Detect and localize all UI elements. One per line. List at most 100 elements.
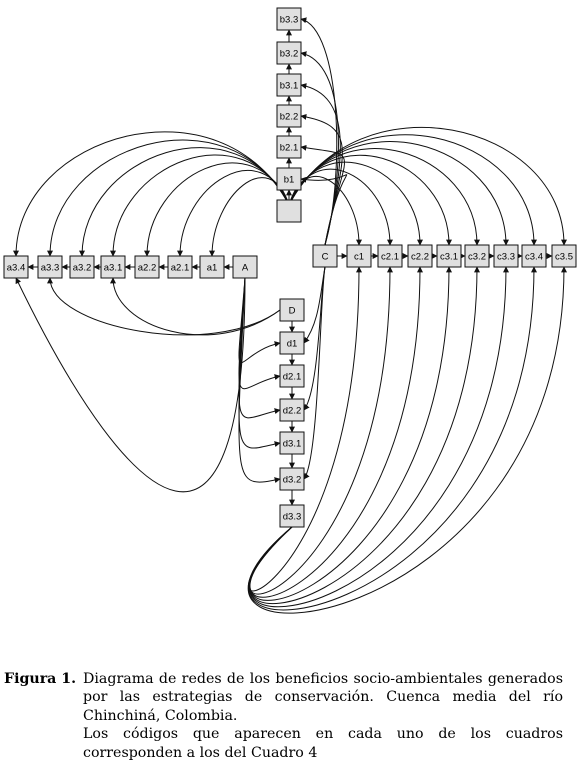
node-a2-1: a2.1 xyxy=(167,255,193,279)
node-b2-2-box xyxy=(276,104,302,128)
node-c2-2-label: c2.2 xyxy=(411,252,429,263)
node-d2-2-label: d2.2 xyxy=(283,406,302,417)
node-c3-2-label: c3.2 xyxy=(468,252,486,263)
edge-d-to-a3-1 xyxy=(110,277,281,336)
node-a1-box xyxy=(199,255,225,279)
node-a1-label: a1 xyxy=(207,263,218,274)
edge-b-to-a3-2 xyxy=(79,147,290,257)
node-b1-box xyxy=(276,167,302,191)
nodes-layer: b3.3 b3.2 b3.1 b2.2 b2.1 b1 a3.4 a3.3 a3.2 a3.1 a2… xyxy=(3,7,577,528)
node-a3-4-box xyxy=(3,255,29,279)
node-d3-2: d3.2 xyxy=(279,467,305,491)
node-a3-4: a3.4 xyxy=(3,255,29,279)
node-c3-4-label: c3.4 xyxy=(525,252,543,263)
node-d2-1-box xyxy=(279,364,305,388)
edge-d3-3-to-c2-2 xyxy=(249,266,423,598)
node-d1: d1 xyxy=(279,331,305,355)
node-a2-2: a2.2 xyxy=(134,255,160,279)
node-a3-2: a3.2 xyxy=(69,255,95,279)
node-d3-2-label: d3.2 xyxy=(283,475,302,486)
node-d2-1-label: d2.1 xyxy=(283,372,302,383)
node-d3-3: d3.3 xyxy=(279,504,305,528)
edge-c-to-b3-2 xyxy=(300,51,339,246)
node-d3-1-box xyxy=(279,431,305,455)
node-b3-3-box xyxy=(276,7,302,31)
node-d1-label: d1 xyxy=(287,339,298,350)
node-a2-2-label: a2.2 xyxy=(138,263,157,274)
node-d2-1: d2.1 xyxy=(279,364,305,388)
node-d: D xyxy=(279,298,305,322)
node-a3-3-label: a3.3 xyxy=(41,263,60,274)
edge-c-to-b1 xyxy=(300,174,348,246)
caption-text-2: Los códigos que aparecen en cada uno de … xyxy=(83,726,563,761)
node-a3-3-box xyxy=(37,255,63,279)
node-c3-5: c3.5 xyxy=(551,244,577,268)
node-c1: c1 xyxy=(346,244,372,268)
node-a1: a1 xyxy=(199,255,225,279)
node-a3-4-label: a3.4 xyxy=(7,263,26,274)
node-b-box xyxy=(276,199,302,223)
edge-a-to-d3-2 xyxy=(238,277,281,484)
node-a3-2-label: a3.2 xyxy=(73,263,92,274)
node-b3-2-label: b3.2 xyxy=(280,49,299,60)
node-b2-1: b2.1 xyxy=(276,135,302,159)
node-a2-1-label: a2.1 xyxy=(171,263,190,274)
node-b xyxy=(276,199,302,223)
node-a3-1-box xyxy=(100,255,126,279)
edge-b-to-c3-4 xyxy=(288,134,537,246)
edge-b-to-a2-1 xyxy=(177,170,290,257)
caption-body: Diagrama de redes de los beneficios soci… xyxy=(83,670,563,762)
caption-text-1: Diagrama de redes de los beneficios soci… xyxy=(83,671,563,724)
node-c: C xyxy=(312,244,338,268)
edge-d3-3-to-c3-5 xyxy=(248,266,567,614)
node-b2-2: b2.2 xyxy=(276,104,302,128)
node-d1-box xyxy=(279,331,305,355)
edge-d-to-a3-3 xyxy=(47,277,281,336)
node-c2-2: c2.2 xyxy=(407,244,433,268)
node-b1-label: b1 xyxy=(284,175,295,186)
node-a-box xyxy=(232,255,258,279)
node-d3-3-label: d3.3 xyxy=(283,512,302,523)
node-d2-2: d2.2 xyxy=(279,398,305,422)
node-c3-2-box xyxy=(464,244,490,268)
node-a: A xyxy=(232,255,258,279)
edge-b-to-a3-4 xyxy=(13,131,290,257)
node-c-label: C xyxy=(322,252,329,263)
node-c3-4-box xyxy=(521,244,547,268)
node-d-label: D xyxy=(289,306,296,317)
node-c3-1-box xyxy=(436,244,462,268)
node-d3-3-box xyxy=(279,504,305,528)
edge-d3-3-to-c3-4 xyxy=(248,266,537,611)
node-a3-1: a3.1 xyxy=(100,255,126,279)
node-a3-1-label: a3.1 xyxy=(104,263,123,274)
edge-d3-3-to-c3-3 xyxy=(248,266,509,608)
node-b3-1: b3.1 xyxy=(276,73,302,97)
node-a3-2-box xyxy=(69,255,95,279)
node-b3-3: b3.3 xyxy=(276,7,302,31)
edge-b-to-a3-3 xyxy=(47,139,290,257)
edge-c-to-b3-3 xyxy=(300,17,338,246)
node-c3-1-label: c3.1 xyxy=(440,252,458,263)
node-a2-2-box xyxy=(134,255,160,279)
node-b3-1-box xyxy=(276,73,302,97)
edge-b-to-c2-2 xyxy=(288,161,423,246)
node-c3-3-label: c3.3 xyxy=(497,252,515,263)
node-c1-label: c1 xyxy=(354,252,364,263)
node-d3-1: d3.1 xyxy=(279,431,305,455)
edge-b-to-c3-1 xyxy=(288,154,452,246)
node-a-label: A xyxy=(242,263,249,274)
node-c3-4: c3.4 xyxy=(521,244,547,268)
node-d-box xyxy=(279,298,305,322)
node-b3-3-label: b3.3 xyxy=(280,15,299,26)
edge-a-to-a3-4 xyxy=(15,277,246,493)
edge-c-to-d3-2 xyxy=(303,266,326,480)
node-c2-1-label: c2.1 xyxy=(381,252,399,263)
network-diagram: b3.3 b3.2 b3.1 b2.2 b2.1 b1 a3.4 a3.3 a3.2 a3.1 a2… xyxy=(3,7,577,614)
node-c-box xyxy=(312,244,338,268)
node-c2-1: c2.1 xyxy=(377,244,403,268)
node-b3-2-box xyxy=(276,41,302,65)
node-a3-3: a3.3 xyxy=(37,255,63,279)
node-c3-3: c3.3 xyxy=(493,244,519,268)
edge-b-to-c3-2 xyxy=(288,148,480,246)
node-d3-1-label: d3.1 xyxy=(283,439,302,450)
